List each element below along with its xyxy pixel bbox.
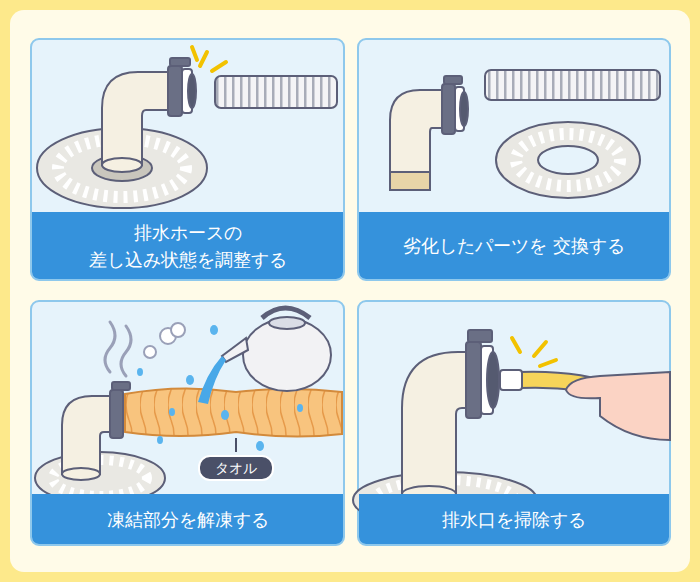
caption-band: 劣化したパーツを 交換する: [359, 212, 669, 279]
caption-band: 排水ホースの 差し込み状態を調整する: [32, 212, 343, 279]
caption-text: 排水ホースの 差し込み状態を調整する: [73, 219, 303, 273]
caption-text: タオル: [215, 460, 257, 477]
caption-band: 凍結部分を解凍する: [32, 494, 343, 544]
caption-text: 排水口を掃除する: [442, 506, 586, 533]
caption-band: 排水口を掃除する: [359, 494, 669, 544]
towel-label: タオル: [198, 455, 274, 481]
caption-text: 凍結部分を解凍する: [107, 506, 269, 533]
caption-text: 劣化したパーツを 交換する: [403, 232, 625, 259]
